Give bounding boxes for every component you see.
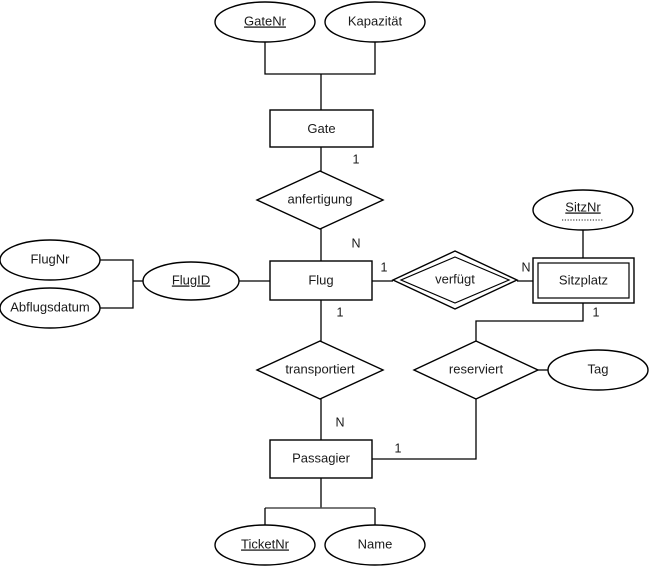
entity-passagier[interactable]: Passagier xyxy=(269,439,373,479)
attribute-ticketnr-label: TicketNr xyxy=(241,536,290,551)
relationship-verfuegt[interactable]: verfügt xyxy=(391,250,519,310)
attribute-sitznr[interactable]: SitzNr xyxy=(532,189,634,231)
entity-sitzplatz-label: Sitzplatz xyxy=(559,272,608,287)
connector-group xyxy=(100,42,584,525)
attribute-abflugsdatum[interactable]: Abflugsdatum xyxy=(0,287,101,329)
attribute-kapazitaet-ellipse[interactable] xyxy=(324,1,426,43)
relationship-transportiert[interactable]: transportiert xyxy=(255,340,385,400)
entity-gate-box[interactable] xyxy=(269,109,374,148)
attribute-flugnr-ellipse[interactable] xyxy=(0,239,101,281)
entity-sitzplatz-outer-box[interactable] xyxy=(532,257,635,304)
relationship-transportiert-label: transportiert xyxy=(285,361,355,376)
entity-gate-label: Gate xyxy=(307,121,335,136)
attribute-tag-ellipse[interactable] xyxy=(547,349,649,391)
cardinality-anfertigung-flug: N xyxy=(351,236,360,250)
relationship-verfuegt-inner-diamond xyxy=(399,256,511,304)
relationship-transportiert-diamond[interactable] xyxy=(255,340,385,400)
connector-flug-attr-bracket xyxy=(100,259,134,309)
entity-sitzplatz[interactable]: Sitzplatz xyxy=(532,257,635,304)
cardinality-group: 1 N 1 N 1 N 1 1 xyxy=(335,152,599,455)
entity-flug[interactable]: Flug xyxy=(269,260,373,301)
cardinality-flug-verfuegt: 1 xyxy=(381,260,388,274)
attribute-flugid-label: FlugID xyxy=(172,272,210,287)
attribute-ticketnr[interactable]: TicketNr xyxy=(214,524,316,566)
attribute-sitznr-label: SitzNr xyxy=(565,199,601,214)
connector-gate-attributes xyxy=(264,42,376,75)
attribute-abflugsdatum-ellipse[interactable] xyxy=(0,287,101,329)
attribute-flugnr-label: FlugNr xyxy=(30,251,70,266)
attribute-ticketnr-ellipse[interactable] xyxy=(214,524,316,566)
relationship-anfertigung[interactable]: anfertigung xyxy=(255,170,385,230)
attribute-name-ellipse[interactable] xyxy=(324,524,426,566)
attribute-gatenr-label: GateNr xyxy=(244,13,287,28)
relationship-reserviert-diamond[interactable] xyxy=(412,340,540,400)
attribute-tag[interactable]: Tag xyxy=(547,349,649,391)
entity-flug-label: Flug xyxy=(308,272,333,287)
relationship-reserviert[interactable]: reserviert xyxy=(412,340,540,400)
attribute-tag-label: Tag xyxy=(588,361,609,376)
entity-gate[interactable]: Gate xyxy=(269,109,374,148)
cardinality-flug-transportiert: 1 xyxy=(337,305,344,319)
cardinality-gate-anfertigung: 1 xyxy=(353,152,360,166)
attribute-gatenr-ellipse[interactable] xyxy=(214,1,316,43)
relationship-verfuegt-label: verfügt xyxy=(435,271,475,286)
entity-sitzplatz-inner-box xyxy=(537,262,630,299)
attribute-flugid-ellipse[interactable] xyxy=(142,261,240,301)
relationship-anfertigung-diamond[interactable] xyxy=(255,170,385,230)
cardinality-verfuegt-sitzplatz: N xyxy=(521,260,530,274)
attribute-kapazitaet-label: Kapazität xyxy=(348,13,403,28)
cardinality-transportiert-passagier: N xyxy=(335,415,344,429)
connector-reserviert-passagier xyxy=(372,399,477,460)
relationship-anfertigung-label: anfertigung xyxy=(287,191,352,206)
relationship-verfuegt-outer-diamond[interactable] xyxy=(391,250,519,310)
cardinality-reserviert-passagier: 1 xyxy=(395,441,402,455)
entity-passagier-box[interactable] xyxy=(269,439,373,479)
attribute-name[interactable]: Name xyxy=(324,524,426,566)
cardinality-sitzplatz-reserviert: 1 xyxy=(593,305,600,319)
relationship-reserviert-label: reserviert xyxy=(449,361,504,376)
attribute-abflugsdatum-label: Abflugsdatum xyxy=(10,299,90,314)
attribute-sitznr-ellipse[interactable] xyxy=(532,189,634,231)
connector-sitzplatz-reserviert xyxy=(475,299,584,341)
attribute-gatenr[interactable]: GateNr xyxy=(214,1,316,43)
attribute-flugid[interactable]: FlugID xyxy=(142,261,240,301)
entity-flug-box[interactable] xyxy=(269,260,373,301)
entity-passagier-label: Passagier xyxy=(292,450,350,465)
attribute-name-label: Name xyxy=(358,536,393,551)
attribute-kapazitaet[interactable]: Kapazität xyxy=(324,1,426,43)
attribute-flugnr[interactable]: FlugNr xyxy=(0,239,101,281)
